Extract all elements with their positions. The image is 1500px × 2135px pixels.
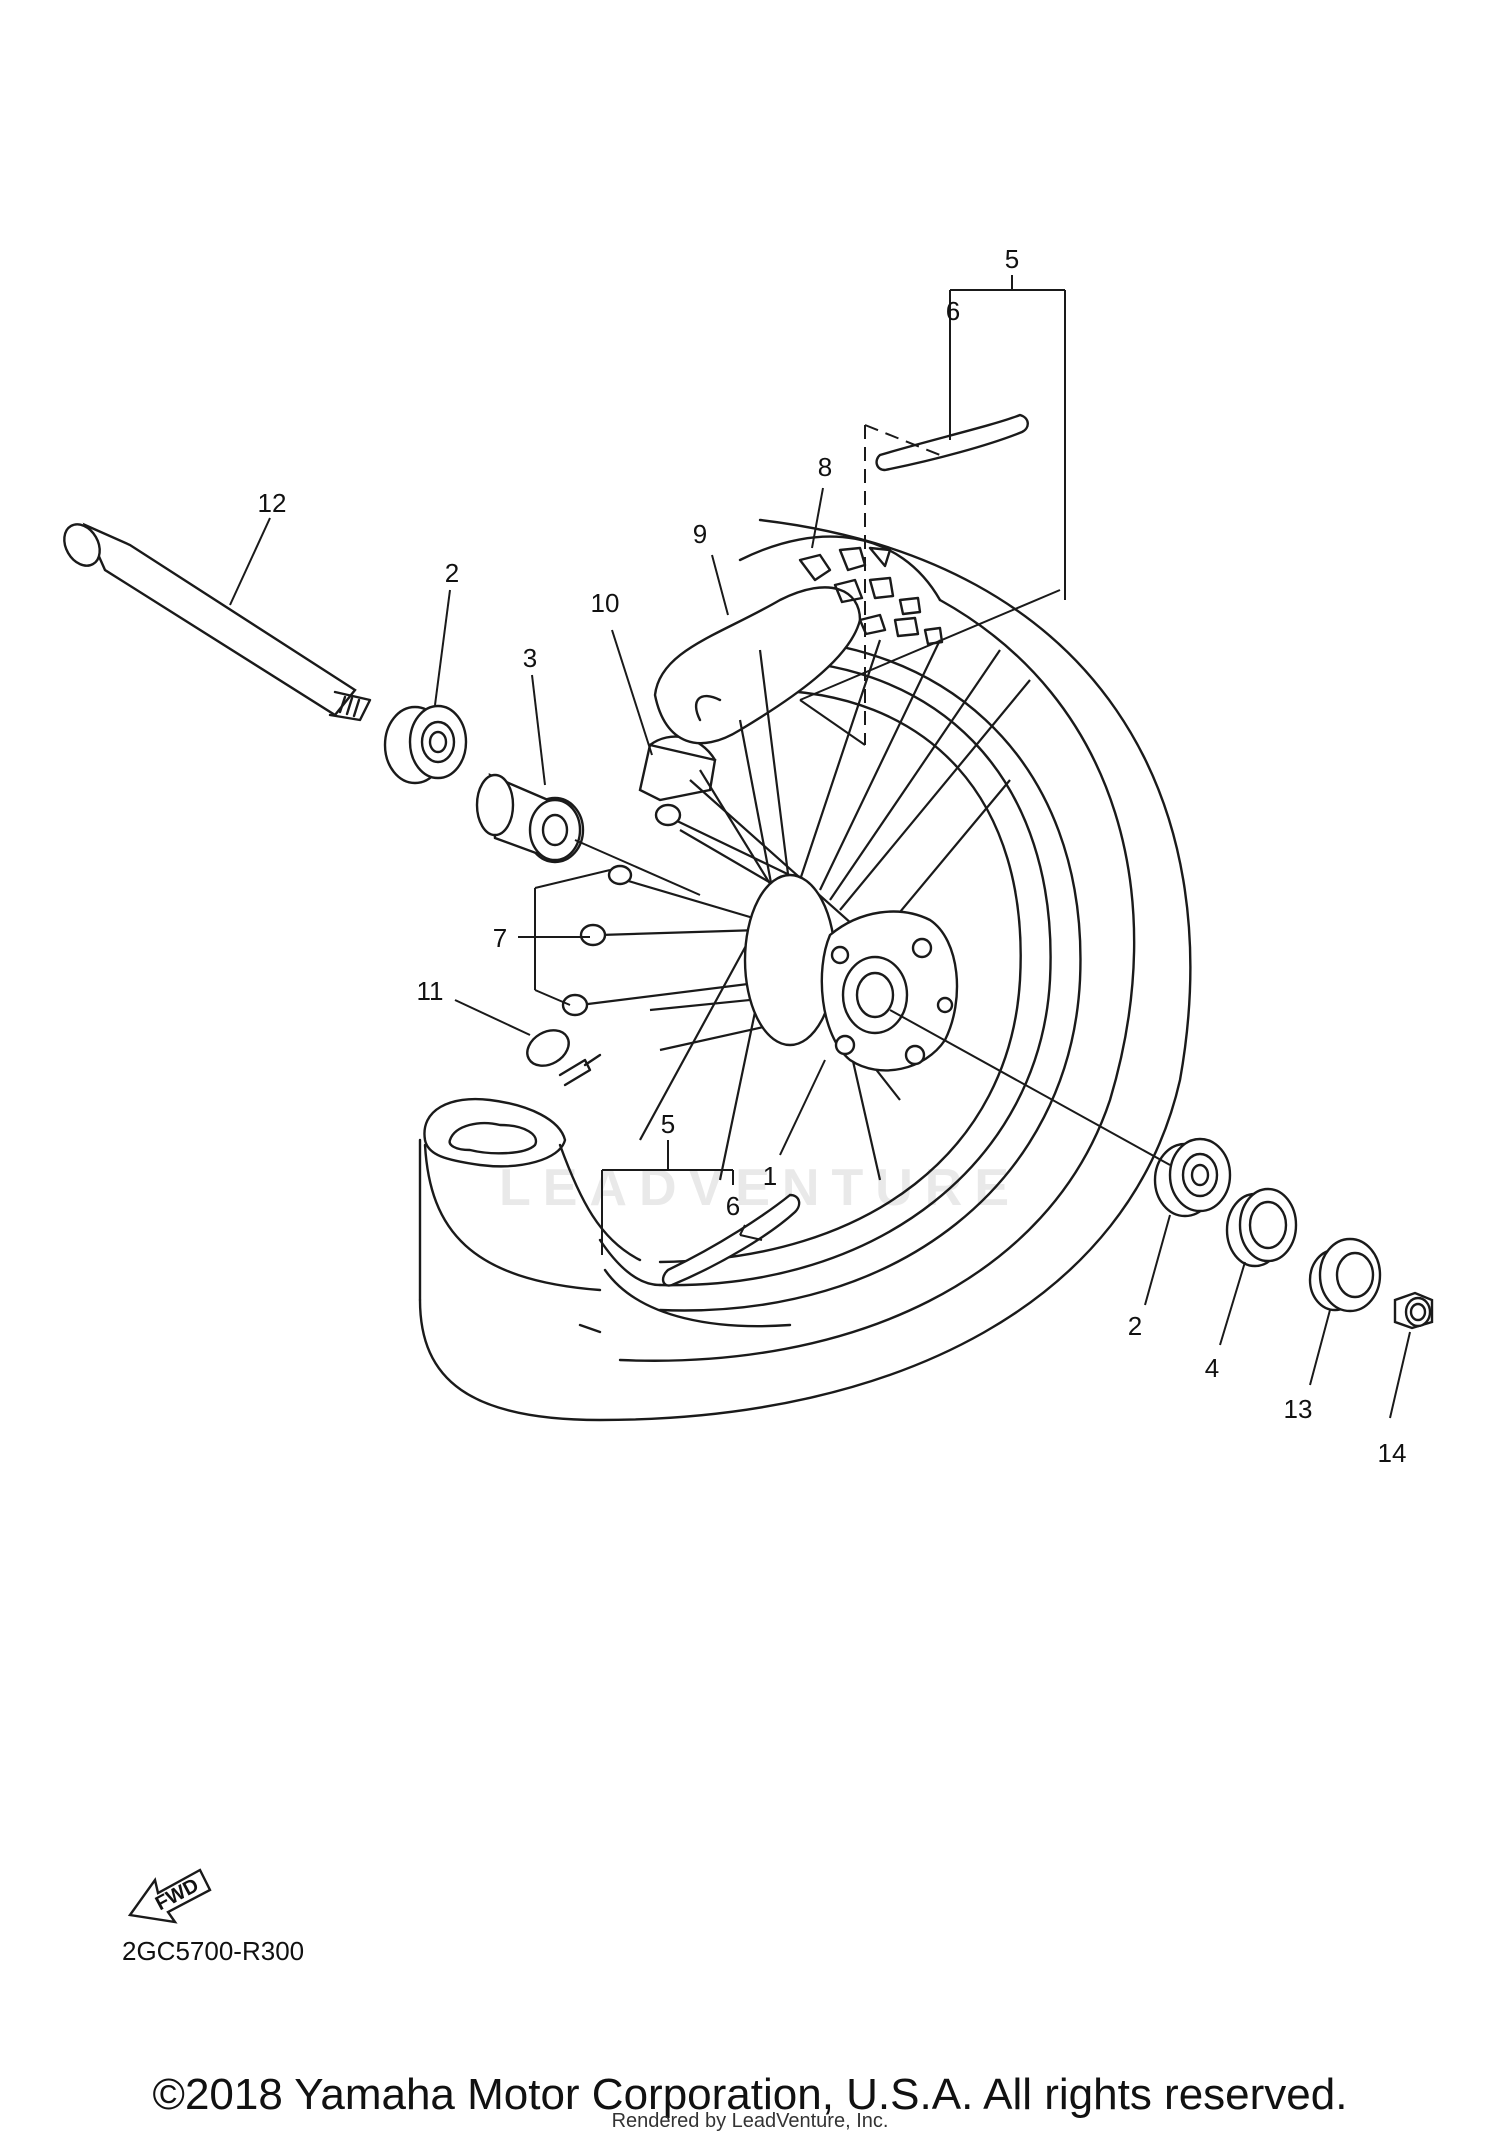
tire[interactable] xyxy=(418,518,1192,1422)
callout-6-lower: 6 xyxy=(726,1191,740,1221)
callout-8: 8 xyxy=(818,452,832,482)
collar[interactable] xyxy=(1308,1237,1382,1313)
alignment-guides xyxy=(799,424,1061,746)
callout-6-upper: 6 xyxy=(946,296,960,326)
callout-14: 14 xyxy=(1378,1438,1407,1468)
leader-lines xyxy=(229,275,1411,1419)
rendered-by-credit: Rendered by LeadVenture, Inc. xyxy=(611,2110,889,2132)
rim[interactable] xyxy=(598,636,1082,1312)
callout-9: 9 xyxy=(693,519,707,549)
oil-seal[interactable] xyxy=(1225,1187,1298,1268)
drawing-code: 2GC5700-R300 xyxy=(122,1936,304,1966)
callout-7: 7 xyxy=(493,923,507,953)
balance-weight-lower[interactable] xyxy=(661,1193,801,1287)
balance-weight-upper[interactable] xyxy=(875,413,1029,472)
callout-5-lower: 5 xyxy=(661,1109,675,1139)
bearing-right[interactable] xyxy=(1153,1137,1232,1218)
watermark-text: LEADVENTURE xyxy=(499,1159,1021,1217)
callout-11: 11 xyxy=(417,976,444,1006)
callout-10: 10 xyxy=(591,588,620,618)
tube-valve[interactable] xyxy=(521,1023,602,1087)
collar-spacer[interactable] xyxy=(475,773,585,864)
bearing-left[interactable] xyxy=(383,704,468,785)
fwd-arrow-label: FWD xyxy=(152,1874,203,1915)
rim-band[interactable] xyxy=(638,735,717,802)
callout-13: 13 xyxy=(1284,1394,1313,1424)
callout-2-left: 2 xyxy=(445,558,459,588)
callout-1: 1 xyxy=(763,1161,777,1191)
copyright-notice: ©2018 Yamaha Motor Corporation, U.S.A. A… xyxy=(152,2070,1348,2119)
callout-12: 12 xyxy=(258,488,287,518)
forward-direction-arrow: FWD xyxy=(127,1868,212,1924)
callout-4: 4 xyxy=(1205,1353,1219,1383)
inner-tube[interactable] xyxy=(423,1097,642,1292)
axle-nut[interactable] xyxy=(1393,1291,1434,1330)
front-axle[interactable] xyxy=(57,518,372,722)
callout-3: 3 xyxy=(523,643,537,673)
callout-5-upper: 5 xyxy=(1005,244,1019,274)
callout-numbers: 1 2 2 3 4 5 5 6 6 7 8 9 10 11 12 13 14 xyxy=(258,244,1407,1468)
wheel-hub[interactable] xyxy=(743,873,959,1072)
callout-2-right: 2 xyxy=(1128,1311,1142,1341)
